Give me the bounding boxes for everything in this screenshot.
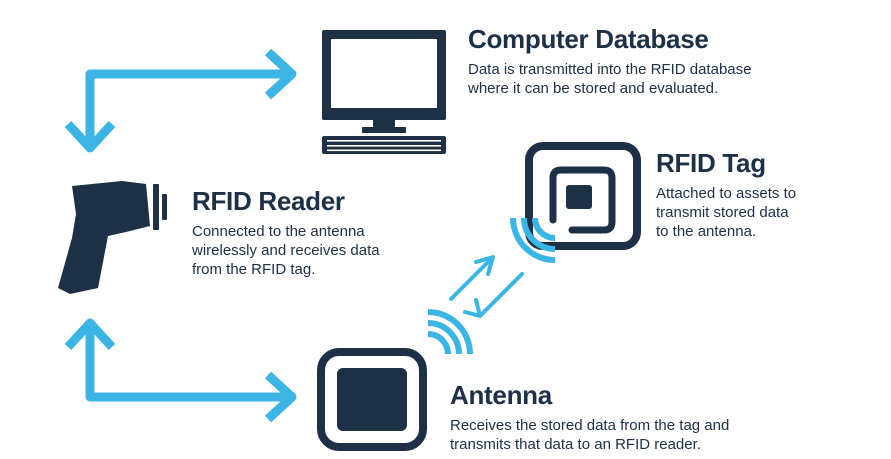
tag-signal-waves-icon	[510, 217, 556, 263]
antenna-icon	[317, 348, 427, 451]
rfid-reader-block: RFID Reader Connected to the antenna wir…	[192, 186, 380, 279]
computer-database-block: Computer Database Data is transmitted in…	[468, 24, 751, 98]
double-arrow-icon	[449, 255, 524, 318]
arrow-reader-antenna	[64, 318, 297, 423]
tag-desc-line: transmit stored data	[656, 204, 789, 221]
rfid-reader-icon	[58, 181, 167, 294]
arrow-reader-computer	[64, 48, 297, 153]
computer-monitor-icon	[322, 30, 446, 133]
rfid-tag-title: RFID Tag	[656, 148, 766, 178]
keyboard-icon	[322, 136, 446, 154]
reader-desc-line: Connected to the antenna	[192, 223, 365, 240]
rfid-tag-icon	[525, 142, 641, 250]
rfid-reader-description: Connected to the antenna wirelessly and …	[192, 222, 380, 279]
computer-database-title: Computer Database	[468, 24, 709, 54]
reader-desc-line: from the RFID tag.	[192, 261, 316, 278]
computer-desc-line: where it can be stored and evaluated.	[468, 80, 719, 97]
antenna-block: Antenna Receives the stored data from th…	[450, 380, 729, 454]
rfid-reader-title: RFID Reader	[192, 186, 345, 216]
tag-desc-line: to the antenna.	[656, 223, 757, 240]
antenna-signal-waves-icon	[427, 309, 473, 355]
antenna-desc-line: Receives the stored data from the tag an…	[450, 417, 730, 434]
computer-database-description: Data is transmitted into the RFID databa…	[468, 60, 751, 98]
antenna-description: Receives the stored data from the tag an…	[450, 416, 729, 454]
antenna-desc-line: transmits that data to an RFID reader.	[450, 436, 701, 453]
tag-desc-line: Attached to assets to	[656, 185, 797, 202]
rfid-tag-description: Attached to assets to transmit stored da…	[656, 184, 796, 241]
computer-desc-line: Data is transmitted into the RFID databa…	[468, 61, 752, 78]
antenna-title: Antenna	[450, 380, 552, 410]
rfid-tag-block: RFID Tag Attached to assets to transmit …	[656, 148, 796, 241]
reader-desc-line: wirelessly and receives data	[192, 242, 380, 259]
